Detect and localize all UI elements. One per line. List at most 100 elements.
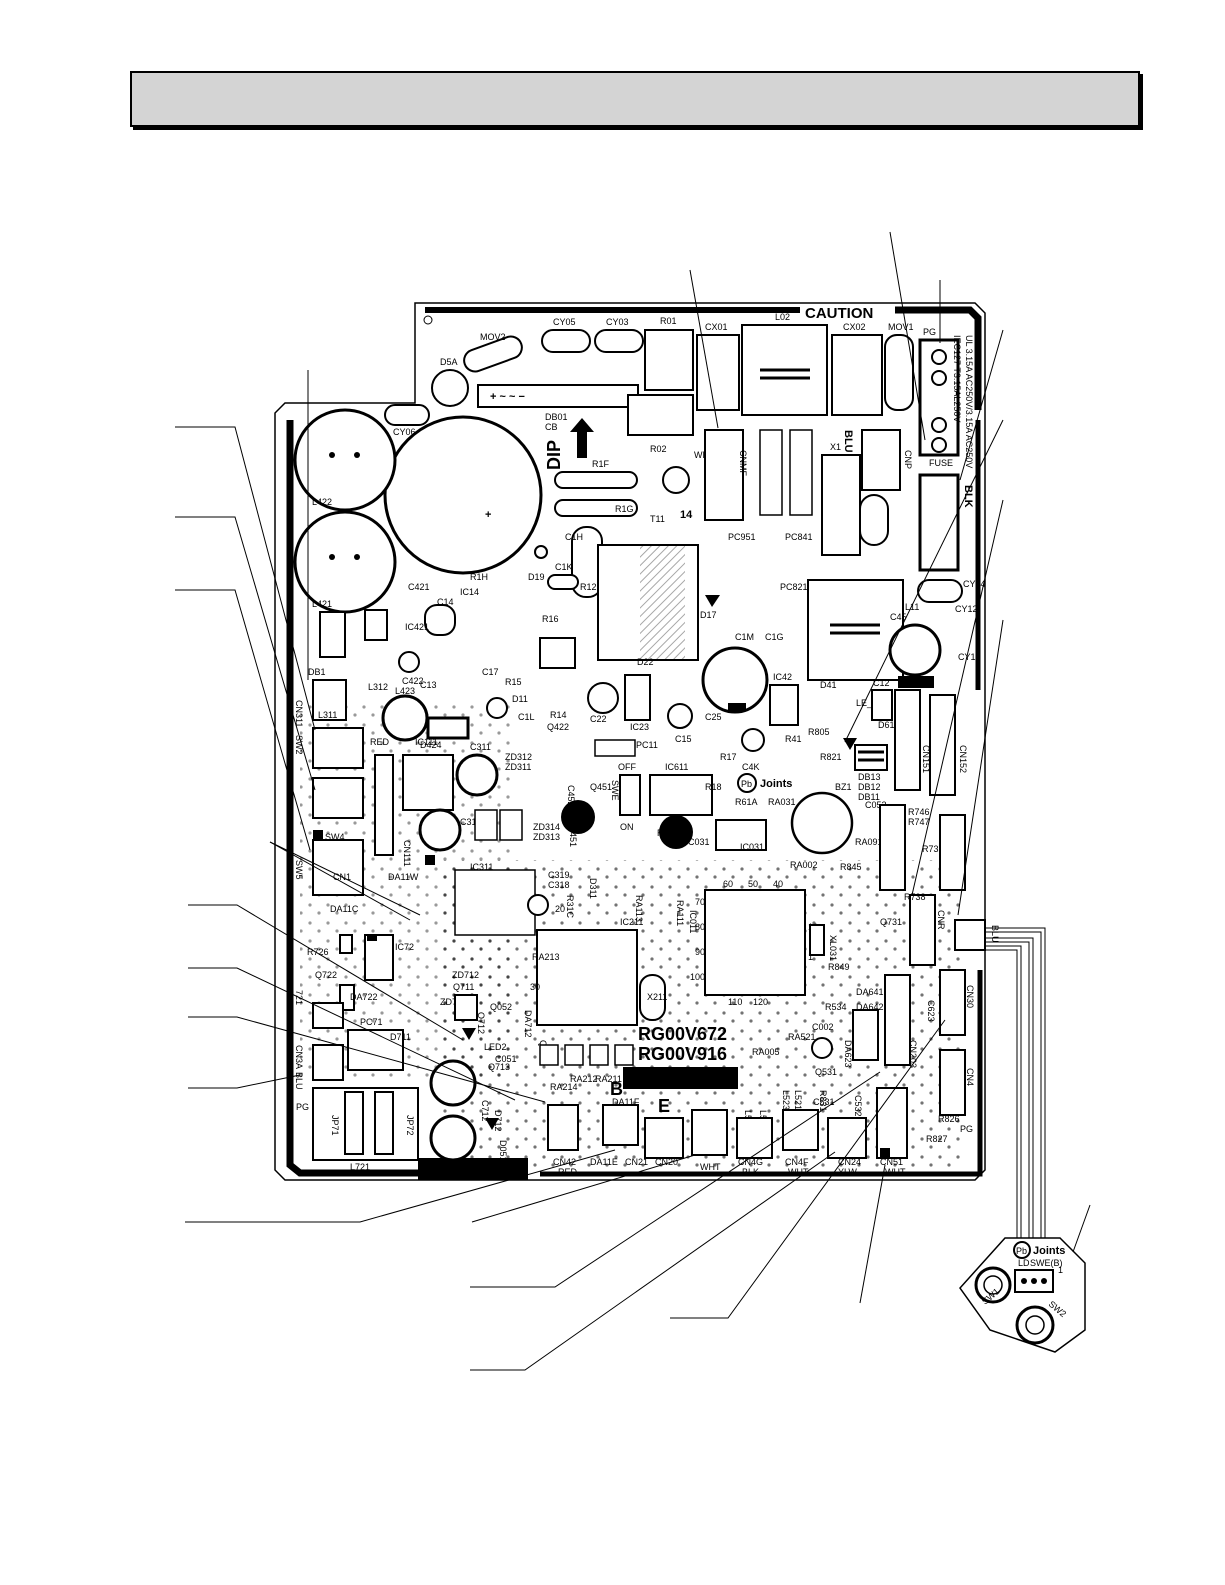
label-wht-cn20: WHT bbox=[700, 1162, 721, 1172]
label-r747: R747 bbox=[908, 817, 930, 827]
label-blk-cn: BLK bbox=[962, 485, 974, 508]
label-pg3: PG bbox=[960, 1124, 973, 1134]
label-c1g: C1G bbox=[765, 632, 784, 642]
label-c1m: C1M bbox=[735, 632, 754, 642]
label-q722: Q722 bbox=[315, 970, 337, 980]
label-sw2: SW2 bbox=[294, 735, 304, 755]
label-cx02: CX02 bbox=[843, 322, 866, 332]
label-b: B bbox=[610, 1079, 623, 1099]
label-cn152: CN152 bbox=[958, 745, 968, 773]
label-ic421: IC421 bbox=[405, 622, 429, 632]
label-cn311: CN311 bbox=[294, 700, 304, 727]
label-c531: C531 bbox=[813, 1097, 835, 1107]
label-d19: D19 bbox=[528, 572, 545, 582]
label-db01: DB01 bbox=[545, 412, 568, 422]
label-sw5: SW5 bbox=[294, 860, 304, 880]
label-c002: C002 bbox=[812, 1022, 834, 1032]
label-c45: C45 bbox=[890, 612, 907, 622]
label-r1g: R1G bbox=[615, 504, 634, 514]
label-xl031: XL031 bbox=[828, 935, 838, 961]
label-l312: L312 bbox=[368, 682, 388, 692]
label-c051: C051 bbox=[495, 1054, 517, 1064]
label-bz1: BZ1 bbox=[835, 782, 852, 792]
label-ic211: IC211 bbox=[620, 917, 643, 927]
label-q713: Q713 bbox=[488, 1062, 510, 1072]
joints-2: Joints bbox=[1033, 1245, 1065, 1257]
label-da11w: DA11W bbox=[388, 872, 419, 882]
label-cn21: CN21 bbox=[625, 1157, 648, 1167]
label-ic42: IC42 bbox=[773, 672, 792, 682]
label-da712: DA712 bbox=[523, 1010, 533, 1038]
bottom-connectors: CN42 RED DA11E E CN21 CN20 WHT L524 L525… bbox=[547, 1087, 908, 1177]
label-c1h: C1H bbox=[565, 532, 583, 542]
label-q531: Q531 bbox=[815, 1067, 837, 1077]
label-pc71: PC71 bbox=[360, 1017, 383, 1027]
label-30: 30 bbox=[530, 982, 540, 992]
label-c311: C311 bbox=[470, 742, 491, 752]
label-r746: R746 bbox=[908, 807, 930, 817]
label-zd311: ZD311 bbox=[505, 762, 531, 772]
label-cn203: CN203 bbox=[908, 1040, 918, 1068]
label-pg1: PG bbox=[923, 327, 936, 337]
label-50: 50 bbox=[748, 879, 758, 889]
label-cn151: CN151 bbox=[921, 745, 931, 773]
label-l721: L721 bbox=[350, 1162, 370, 1172]
label-ld: LD bbox=[1018, 1258, 1030, 1268]
label-c17: C17 bbox=[482, 667, 499, 677]
label-c1l: C1L bbox=[518, 712, 535, 722]
label-c421: C421 bbox=[408, 582, 430, 592]
label-da11f: DA11F bbox=[612, 1097, 640, 1107]
rectifier-area: D5A + ~ ~ − DB01 CY06 CB + L422 L421 DIP… bbox=[293, 357, 715, 614]
label-c712: C712 bbox=[480, 1100, 490, 1122]
label-zd314: ZD314 bbox=[533, 822, 560, 832]
label-d11: D11 bbox=[512, 694, 528, 704]
label-r16: R16 bbox=[542, 614, 559, 624]
cb-plus: + bbox=[485, 509, 491, 521]
label-d41: D41 bbox=[820, 680, 837, 690]
label-da623: DA623 bbox=[843, 1040, 853, 1068]
label-zd451: ZD451 bbox=[568, 820, 578, 847]
mcu-area: C319 C318 R31C D311 RA113 RA111 IC011 IC… bbox=[440, 870, 975, 1144]
label-cy05: CY05 bbox=[553, 317, 576, 327]
label-q712: Q712 bbox=[476, 1012, 486, 1034]
label-l521: L521 bbox=[793, 1090, 803, 1110]
label-cnmf: CNMF bbox=[738, 450, 748, 476]
label-db12: DB12 bbox=[858, 782, 881, 792]
label-r17: R17 bbox=[720, 752, 737, 762]
label-ic72: IC72 bbox=[395, 942, 414, 952]
left-connectors: DB1 CN311 L311 L312 SW2 RED SW4 SW5 IC11… bbox=[294, 667, 536, 1180]
label-led2: LED2 bbox=[484, 1042, 507, 1052]
label-70: 70 bbox=[695, 897, 705, 907]
label-cn42: CN42 bbox=[553, 1157, 576, 1167]
label-l422: L422 bbox=[312, 497, 332, 507]
label-blu-swe: BLU bbox=[990, 925, 1000, 943]
label-r738: R738 bbox=[904, 892, 926, 902]
label-l423: L423 bbox=[395, 686, 415, 696]
label-cy03: CY03 bbox=[606, 317, 629, 327]
label-14: 14 bbox=[680, 509, 693, 521]
label-l311: L311 bbox=[318, 710, 337, 720]
label-r02: R02 bbox=[650, 444, 667, 454]
label-c15: C15 bbox=[675, 734, 692, 744]
label-r31c: R31C bbox=[565, 895, 575, 919]
label-x1: X1 bbox=[830, 442, 841, 452]
dip-marker: DIP bbox=[544, 440, 564, 470]
label-l11: L11 bbox=[905, 602, 919, 612]
label-r826: R826 bbox=[938, 1114, 960, 1124]
label-pg2: PG bbox=[296, 1102, 309, 1112]
label-r18: R18 bbox=[705, 782, 722, 792]
label-t11: T11 bbox=[650, 514, 665, 524]
label-r12-r13: R12 bbox=[580, 582, 597, 592]
label-ra111: RA111 bbox=[675, 900, 685, 926]
label-ic311: IC311 bbox=[470, 862, 493, 872]
label-r1f: R1F bbox=[592, 459, 610, 469]
label-mov1: MOV1 bbox=[888, 322, 914, 332]
joints-1: Joints bbox=[760, 778, 792, 790]
label-d17: D17 bbox=[700, 610, 717, 620]
label-zd712: ZD712 bbox=[452, 970, 479, 980]
label-r534: R534 bbox=[825, 1002, 847, 1012]
label-blu: BLU bbox=[842, 430, 854, 453]
label-d424: D424 bbox=[420, 740, 442, 750]
label-on: ON bbox=[620, 822, 634, 832]
